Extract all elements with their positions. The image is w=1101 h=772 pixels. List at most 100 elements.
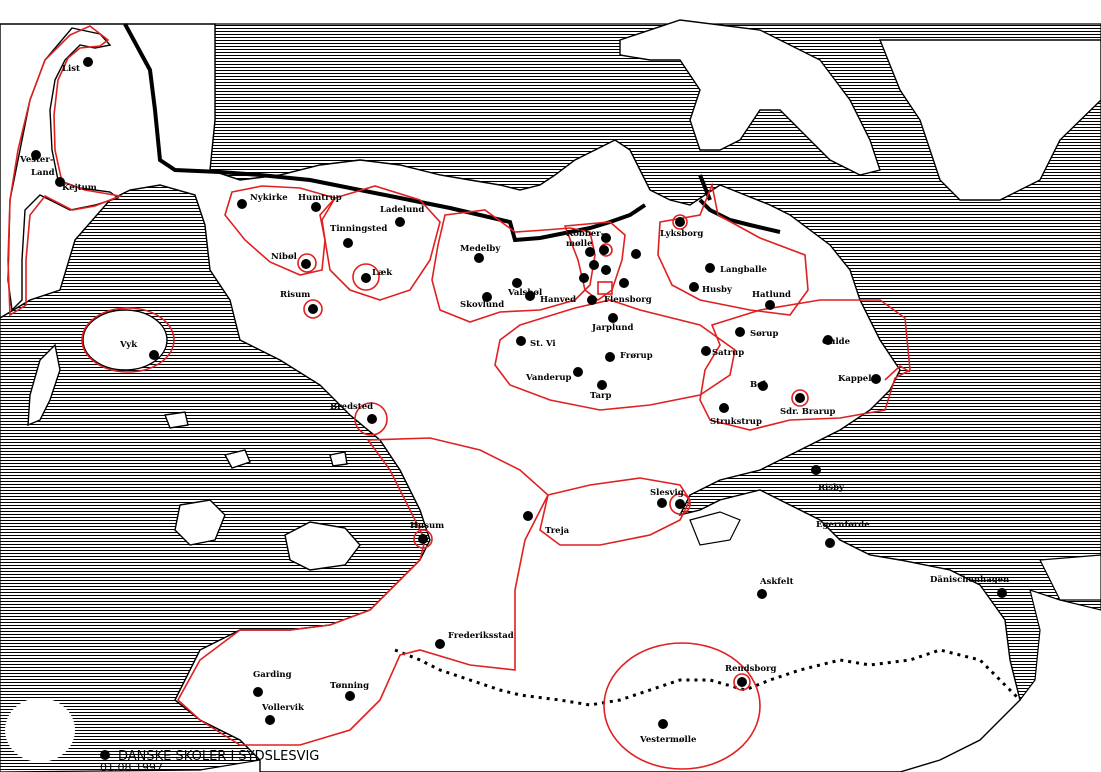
district-lyksborg-school — [672, 214, 688, 230]
school-marker — [311, 202, 321, 212]
district-sylt — [7, 25, 123, 317]
label-tarp: Tarp — [590, 391, 611, 401]
school-marker — [823, 335, 833, 345]
school-marker — [825, 538, 835, 548]
legend: DANSKE SKOLER I SYDSLESVIG 01.08.1997 — [5, 698, 319, 772]
district-sdr-brarup — [791, 389, 809, 407]
school-marker — [705, 263, 715, 273]
schlei-island — [689, 511, 741, 546]
label-egernforde: Egernførde — [816, 520, 870, 530]
school-marker — [523, 511, 533, 521]
district-slesvig — [539, 477, 691, 546]
school-marker — [301, 259, 311, 269]
label-kejtum: Kejtum — [62, 183, 97, 193]
label-kobbermolle-1: Kobber- — [566, 229, 605, 239]
label-valsbol: Valsbøl — [507, 288, 543, 298]
label-vesterland-1: Vester- — [19, 155, 54, 165]
school-marker — [658, 719, 668, 729]
legend-title: DANSKE SKOLER I SYDSLESVIG — [118, 749, 319, 764]
school-marker — [795, 393, 805, 403]
district-rendsborg-school — [733, 673, 751, 691]
label-langballe: Langballe — [720, 265, 768, 275]
label-tinningsted: Tinningsted — [330, 224, 387, 234]
school-marker — [997, 588, 1007, 598]
district-nykirke — [224, 185, 337, 276]
label-sdr-brarup: Sdr. Brarup — [780, 407, 836, 417]
school-marker — [345, 691, 355, 701]
label-flensborg: Flensborg — [604, 295, 652, 305]
nordstrand-island — [174, 499, 226, 546]
school-marker — [599, 245, 609, 255]
als-island — [619, 19, 881, 176]
label-bredsted: Bredsted — [330, 402, 373, 412]
label-gulde: Gulde — [822, 337, 851, 347]
school-marker — [435, 639, 445, 649]
school-marker — [701, 346, 711, 356]
island-upper-right — [878, 39, 1101, 201]
label-vanderup: Vanderup — [525, 373, 572, 383]
label-vollervik: Vollervik — [261, 703, 305, 713]
school-marker — [737, 677, 747, 687]
fehmarn-edge — [1039, 554, 1101, 601]
school-marker — [525, 291, 535, 301]
pellworm-island — [284, 521, 361, 571]
school-marker — [395, 217, 405, 227]
label-hanved: Hanved — [540, 295, 576, 305]
label-nykirke: Nykirke — [250, 193, 288, 203]
label-satrup: Satrup — [712, 348, 744, 358]
label-vestermolle: Vestermølle — [639, 735, 697, 745]
label-skovlund: Skovlund — [460, 300, 504, 310]
school-marker — [631, 249, 641, 259]
land-layer — [0, 19, 1101, 772]
school-marker — [585, 247, 595, 257]
district-bredsted — [354, 402, 388, 436]
district-outlines — [7, 25, 911, 770]
label-frorup: Frørup — [620, 351, 653, 361]
school-marker — [689, 282, 699, 292]
southern-boundary-dotted — [394, 648, 1022, 707]
district-soerup — [699, 299, 911, 431]
label-vesterland-2: Land — [31, 168, 55, 178]
label-st-vi: St. Vi — [530, 339, 556, 349]
label-bol: Bøl — [750, 380, 767, 390]
label-strukstrup: Strukstrup — [710, 417, 762, 427]
school-marker — [31, 150, 41, 160]
label-tonning: Tønning — [330, 681, 369, 691]
label-nibol: Nibøl — [271, 252, 298, 262]
label-treja: Treja — [545, 526, 570, 536]
district-flensborg-center — [597, 281, 613, 295]
school-marker — [308, 304, 318, 314]
label-hatlund: Hatlund — [752, 290, 791, 300]
label-rendsborg: Rendsborg — [725, 664, 776, 674]
national-border — [123, 23, 781, 243]
legend-marker — [100, 750, 110, 760]
district-lyksborg — [657, 182, 809, 316]
label-humtrup: Humtrup — [298, 193, 342, 203]
label-medelby: Medelby — [460, 244, 501, 254]
hallig-2 — [164, 411, 189, 429]
school-marker — [512, 278, 522, 288]
school-marker — [587, 295, 597, 305]
school-marker — [361, 273, 371, 283]
school-marker — [608, 313, 618, 323]
label-kappel: Kappel — [838, 374, 872, 384]
amrum-island — [27, 343, 61, 427]
school-markers — [31, 57, 1007, 729]
school-marker — [597, 380, 607, 390]
school-marker — [765, 300, 775, 310]
school-marker — [573, 367, 583, 377]
hallig-3 — [329, 451, 348, 467]
school-marker — [83, 57, 93, 67]
school-marker — [516, 336, 526, 346]
school-marker — [237, 199, 247, 209]
district-risum — [303, 299, 323, 319]
school-marker — [675, 217, 685, 227]
school-marker — [758, 381, 768, 391]
label-jarplund: Jarplund — [591, 323, 634, 333]
legend-date: 01.08.1997 — [100, 761, 163, 772]
mainland — [0, 23, 1021, 772]
school-marker — [589, 260, 599, 270]
label-laek: Læk — [372, 268, 393, 278]
district-kappel-link — [884, 365, 911, 381]
school-marker — [579, 273, 589, 283]
